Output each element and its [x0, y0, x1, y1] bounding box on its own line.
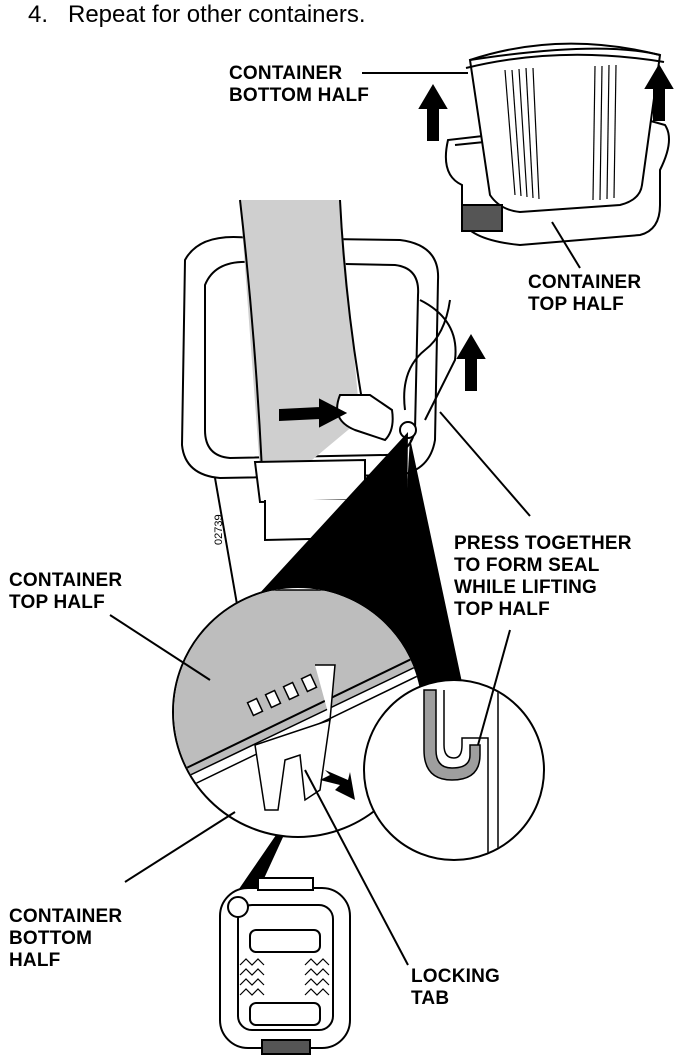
label-locking-tab: LOCKING TAB: [411, 966, 500, 1010]
basket-top-view-illustration: [220, 878, 350, 1054]
label-container-top-half-right: CONTAINER TOP HALF: [528, 272, 641, 316]
label-container-bottom-half-top: CONTAINER BOTTOM HALF: [229, 63, 369, 107]
seal-detail-circle: [364, 680, 544, 860]
leader-line: [125, 812, 235, 882]
label-press-together: PRESS TOGETHER TO FORM SEAL WHILE LIFTIN…: [454, 533, 632, 621]
leader-line: [440, 412, 530, 516]
label-container-top-half-left: CONTAINER TOP HALF: [9, 570, 122, 614]
label-container-bottom-half-left: CONTAINER BOTTOM HALF: [9, 906, 122, 972]
figure-code: 02739: [213, 514, 225, 545]
